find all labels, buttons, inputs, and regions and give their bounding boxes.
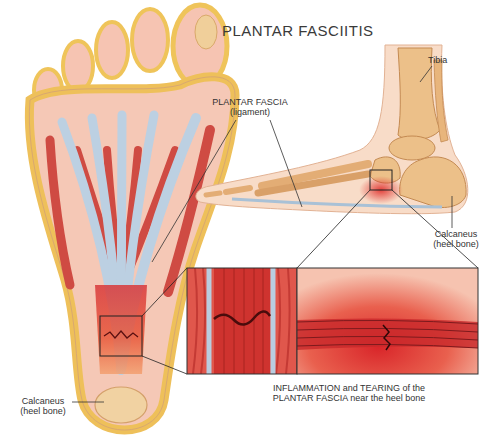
- inset-bg: [297, 268, 478, 374]
- skin-edge: [29, 77, 235, 430]
- zoom-line: [297, 190, 370, 268]
- tear-line: [104, 331, 138, 338]
- leader-line: [152, 120, 236, 262]
- fascia-band: [297, 318, 478, 350]
- inset-frame: [297, 268, 478, 374]
- fibula-bone: [434, 60, 448, 142]
- zoom-line: [142, 356, 187, 374]
- inset-fascia-side: [297, 268, 478, 374]
- skin: [196, 45, 468, 214]
- phalanx-bone: [226, 188, 250, 192]
- heel-bone: [95, 387, 147, 423]
- toe: [63, 41, 93, 91]
- metatarsal-bone: [258, 174, 368, 193]
- zoom-line: [142, 268, 187, 316]
- toe-bone: [195, 15, 217, 49]
- leader-line: [420, 66, 432, 82]
- tear-line: [383, 325, 390, 350]
- tear-line: [214, 311, 270, 324]
- caption-label: INFLAMMATION and TEARING of the PLANTAR …: [256, 383, 442, 404]
- part-label: Tibia: [428, 55, 468, 65]
- calcaneus-bone: [400, 157, 466, 208]
- sole-outline: [29, 77, 235, 430]
- phalanx-bone: [206, 193, 220, 195]
- inflamed-area: [95, 285, 147, 374]
- fascia-edge: [207, 268, 212, 374]
- part-label: Calcaneus (heel bone): [424, 229, 488, 250]
- part-label: Calcaneus (heel bone): [12, 396, 74, 417]
- fascia-band: [214, 268, 270, 374]
- band-fiber: [224, 268, 263, 374]
- toe: [96, 22, 128, 78]
- leader-line: [270, 120, 302, 207]
- muscle: [50, 140, 70, 285]
- talus-bone: [389, 136, 435, 160]
- part-label: PLANTAR FASCIA (ligament): [200, 97, 300, 118]
- inset-frame: [187, 268, 297, 374]
- fascia-edge: [271, 268, 276, 374]
- zoom-box: [100, 316, 142, 356]
- leader-line: [452, 196, 453, 228]
- leader-line: [72, 402, 104, 403]
- diagram-title: PLANTAR FASCIITIS: [222, 22, 422, 39]
- zoom-box: [370, 170, 392, 190]
- fascia-line: [232, 199, 442, 207]
- inset-bg: [187, 268, 297, 374]
- inset-fascia-top: [187, 268, 297, 374]
- muscle-fiber: [193, 268, 290, 374]
- toe: [132, 9, 168, 71]
